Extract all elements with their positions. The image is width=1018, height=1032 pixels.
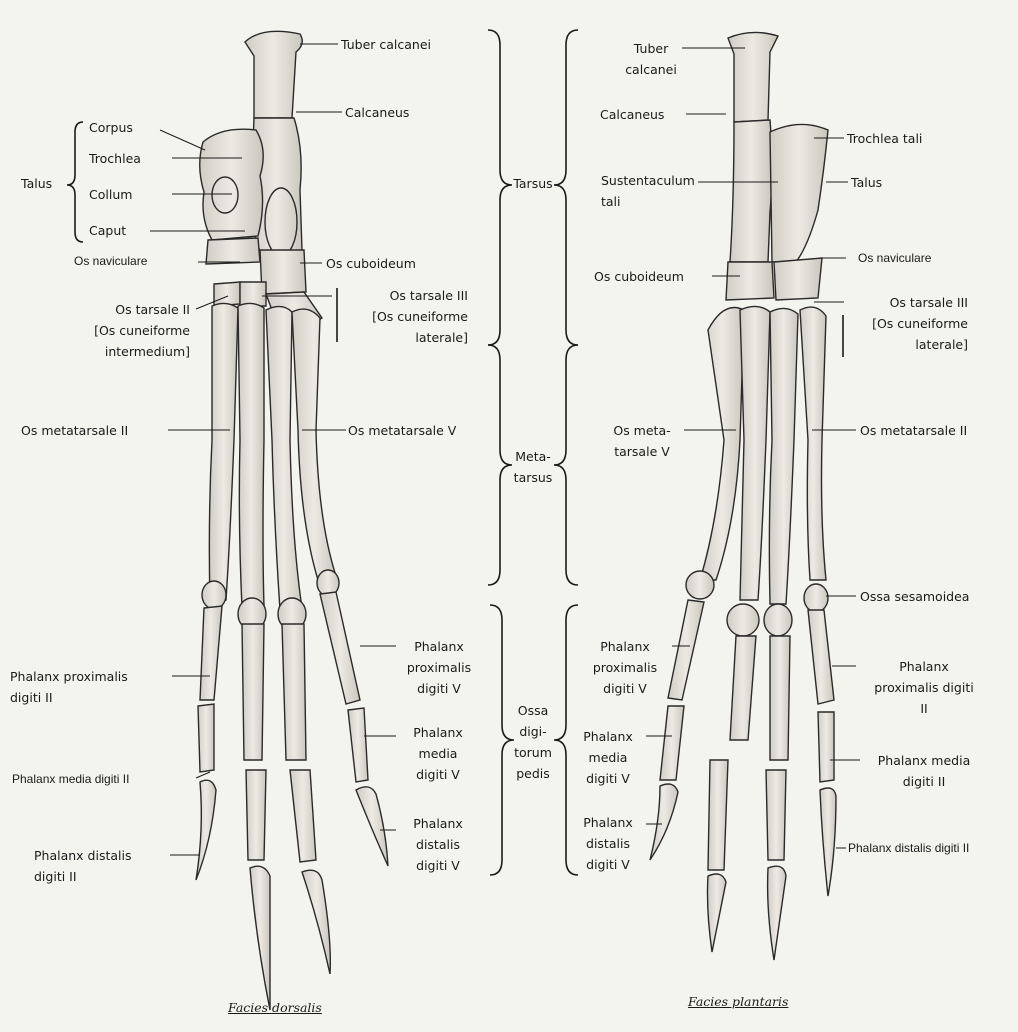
label-region-metatarsus: Meta- tarsus [502, 446, 564, 488]
label-plantar-os-metatarsale-ii: Os metatarsale II [860, 420, 967, 441]
label-dorsal-phalanx-distalis-v: Phalanx distalis digiti V [398, 813, 478, 876]
dorsal-skeleton [196, 31, 388, 1010]
label-plantar-talus: Talus [851, 172, 882, 193]
label-dorsal-phalanx-proximalis-v: Phalanx proximalis digiti V [396, 636, 482, 699]
label-dorsal-phalanx-media-v: Phalanx media digiti V [398, 722, 478, 785]
label-dorsal-os-metatarsale-ii: Os metatarsale II [21, 420, 128, 441]
label-plantar-tuber-calcanei: Tuber calcanei [618, 38, 684, 80]
caption-facies-plantaris: Facies plantaris [688, 994, 788, 1009]
label-dorsal-talus: Talus [21, 173, 52, 194]
label-plantar-phalanx-media-v: Phalanx media digiti V [570, 726, 646, 789]
label-dorsal-caput: Caput [89, 220, 126, 241]
label-region-ossa-digitorum: Ossa digi- torum pedis [502, 700, 564, 784]
label-plantar-sustentaculum-tali: Sustentaculum tali [601, 170, 695, 212]
label-plantar-os-cuboideum: Os cuboideum [594, 266, 684, 287]
label-dorsal-os-tarsale-iii: Os tarsale III [Os cuneiforme laterale] [336, 285, 468, 348]
label-plantar-trochlea-tali: Trochlea tali [847, 128, 922, 149]
label-dorsal-os-tarsale-ii: Os tarsale II [Os cuneiforme intermedium… [14, 299, 190, 362]
label-dorsal-phalanx-proximalis-ii: Phalanx proximalis digiti II [10, 666, 128, 708]
label-plantar-ossa-sesamoidea: Ossa sesamoidea [860, 586, 969, 607]
label-plantar-phalanx-media-ii: Phalanx media digiti II [864, 750, 984, 792]
label-plantar-os-tarsale-iii: Os tarsale III [Os cuneiforme laterale] [842, 292, 968, 355]
label-plantar-phalanx-proximalis-ii: Phalanx proximalis digiti II [858, 656, 990, 719]
label-plantar-phalanx-proximalis-v: Phalanx proximalis digiti V [580, 636, 670, 699]
label-dorsal-calcaneus: Calcaneus [345, 102, 409, 123]
label-dorsal-trochlea: Trochlea [89, 148, 141, 169]
caption-facies-dorsalis: Facies dorsalis [228, 1000, 322, 1015]
label-plantar-phalanx-distalis-ii: Phalanx distalis digiti II [848, 838, 969, 859]
label-dorsal-phalanx-distalis-ii: Phalanx distalis digiti II [34, 845, 132, 887]
label-dorsal-os-naviculare: Os naviculare [74, 251, 147, 272]
label-plantar-os-naviculare: Os naviculare [858, 248, 931, 269]
label-region-tarsus: Tarsus [500, 173, 566, 194]
label-plantar-os-metatarsale-v: Os meta- tarsale V [602, 420, 682, 462]
label-dorsal-phalanx-media-ii: Phalanx media digiti II [12, 769, 129, 790]
label-dorsal-os-metatarsale-v: Os metatarsale V [348, 420, 456, 441]
label-dorsal-collum: Collum [89, 184, 132, 205]
label-dorsal-tuber-calcanei: Tuber calcanei [341, 34, 431, 55]
label-dorsal-os-cuboideum: Os cuboideum [326, 253, 416, 274]
label-plantar-phalanx-distalis-v: Phalanx distalis digiti V [570, 812, 646, 875]
label-plantar-calcaneus: Calcaneus [600, 104, 664, 125]
label-dorsal-corpus: Corpus [89, 117, 133, 138]
